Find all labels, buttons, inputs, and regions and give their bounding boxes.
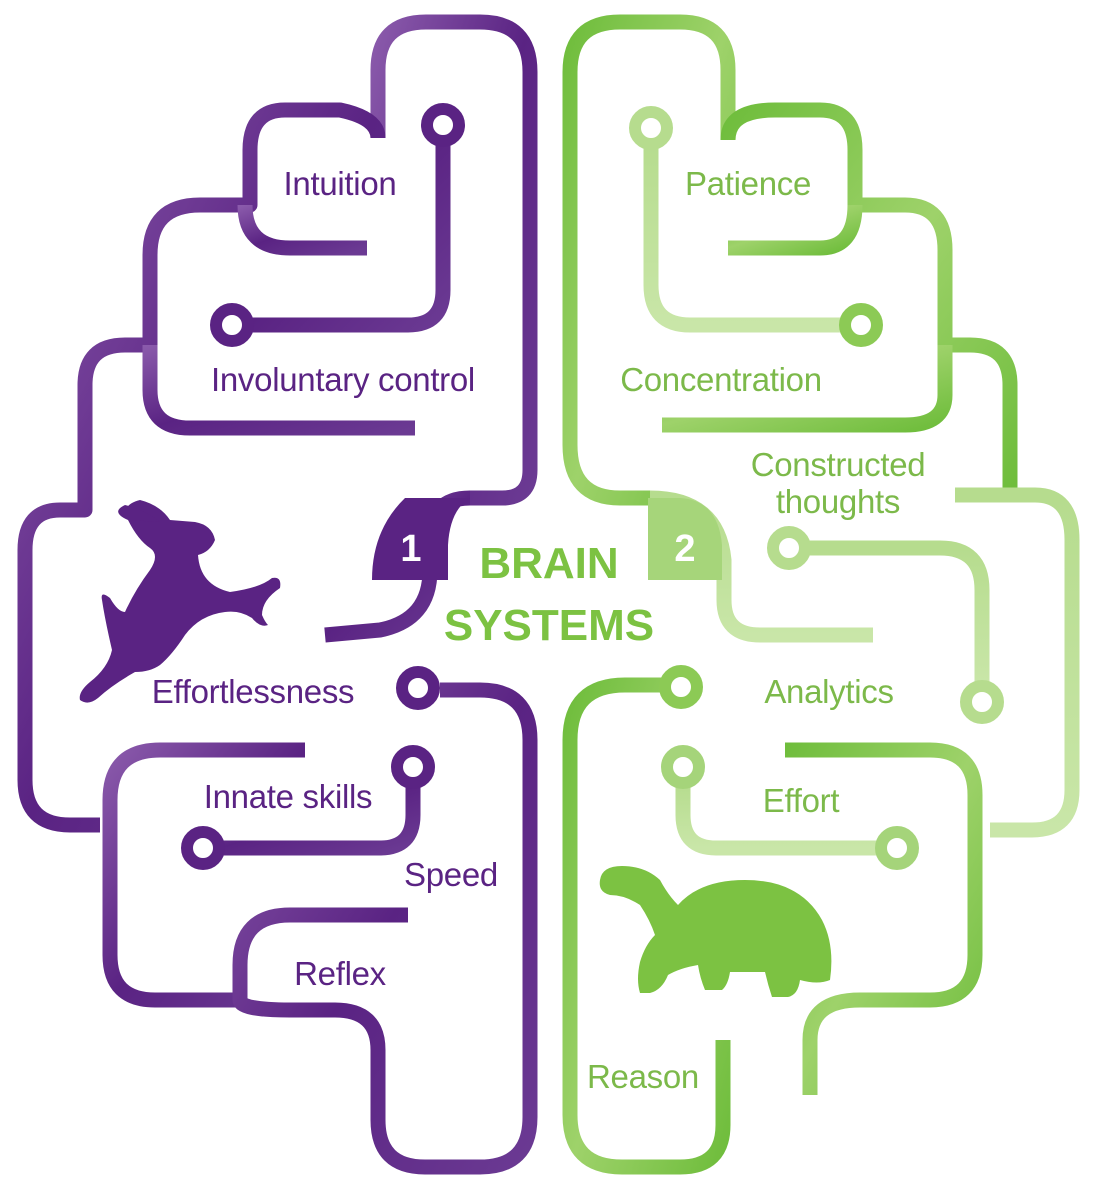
node-analytics-left — [659, 665, 703, 709]
badge-1-shape — [372, 498, 470, 580]
right-outer-upper — [720, 102, 1018, 490]
lower-right-loop — [562, 677, 731, 1175]
label-effortlessness: Effortlessness — [152, 673, 354, 710]
title-line2: SYSTEMS — [444, 601, 654, 650]
label-concentration: Concentration — [620, 361, 822, 398]
effort-connector — [675, 783, 880, 856]
label-effort: Effort — [763, 782, 840, 819]
effort-outer-loop — [785, 742, 983, 1095]
label-intuition: Intuition — [284, 165, 397, 202]
node-innate-left — [181, 826, 225, 870]
label-analytics: Analytics — [764, 673, 893, 710]
left-outer-contour — [370, 14, 538, 506]
left-hemisphere — [17, 14, 538, 1175]
right-outer-contour — [562, 14, 736, 506]
node-patience — [629, 106, 673, 150]
system2-badge: 2 — [648, 498, 722, 580]
intuition-connector — [250, 128, 451, 333]
node-effort-top — [661, 745, 705, 789]
center-title: BRAIN SYSTEMS — [444, 539, 654, 650]
tortoise-icon — [599, 866, 832, 997]
system1-badge: 1 — [372, 498, 470, 580]
label-constructed-line1: Constructed — [751, 446, 926, 483]
label-reflex: Reflex — [294, 955, 387, 992]
right-labels: Patience Concentration Constructed thoug… — [587, 165, 926, 1095]
badge-2-shape — [648, 498, 722, 580]
node-intuition — [421, 103, 465, 147]
right-outer-lower — [955, 487, 1080, 838]
patience-connector — [643, 140, 843, 333]
label-innate-skills: Innate skills — [204, 778, 373, 815]
label-constructed-line2: thoughts — [776, 483, 900, 520]
lower-left-loop — [102, 742, 305, 1008]
constructed-connector — [805, 540, 990, 685]
label-speed: Speed — [404, 856, 498, 893]
label-reason: Reason — [587, 1058, 699, 1095]
label-involuntary-control: Involuntary control — [211, 361, 475, 398]
reflex-loop — [232, 682, 538, 1175]
node-effortlessness — [396, 666, 440, 710]
left-outer-contour-lower — [17, 102, 386, 833]
node-effort-right — [875, 826, 919, 870]
patience-loop — [728, 204, 863, 256]
left-labels: Intuition Involuntary control Effortless… — [152, 165, 498, 992]
node-involuntary — [210, 303, 254, 347]
hare-icon — [79, 500, 281, 703]
intuition-loop — [237, 204, 367, 256]
left-nodes — [181, 103, 465, 870]
involuntary-loop — [142, 345, 415, 436]
node-analytics-right — [960, 680, 1004, 724]
node-constructed — [767, 526, 811, 570]
right-hemisphere — [562, 14, 1080, 1175]
innate-skills-connector — [220, 785, 421, 856]
concentration-loop — [662, 345, 953, 433]
badge-2-number: 2 — [674, 528, 695, 570]
label-patience: Patience — [685, 165, 811, 202]
badge-1-number: 1 — [400, 528, 421, 570]
node-innate-top — [391, 745, 435, 789]
title-line1: BRAIN — [479, 539, 618, 588]
right-nodes — [629, 106, 1004, 870]
node-concentration — [839, 303, 883, 347]
